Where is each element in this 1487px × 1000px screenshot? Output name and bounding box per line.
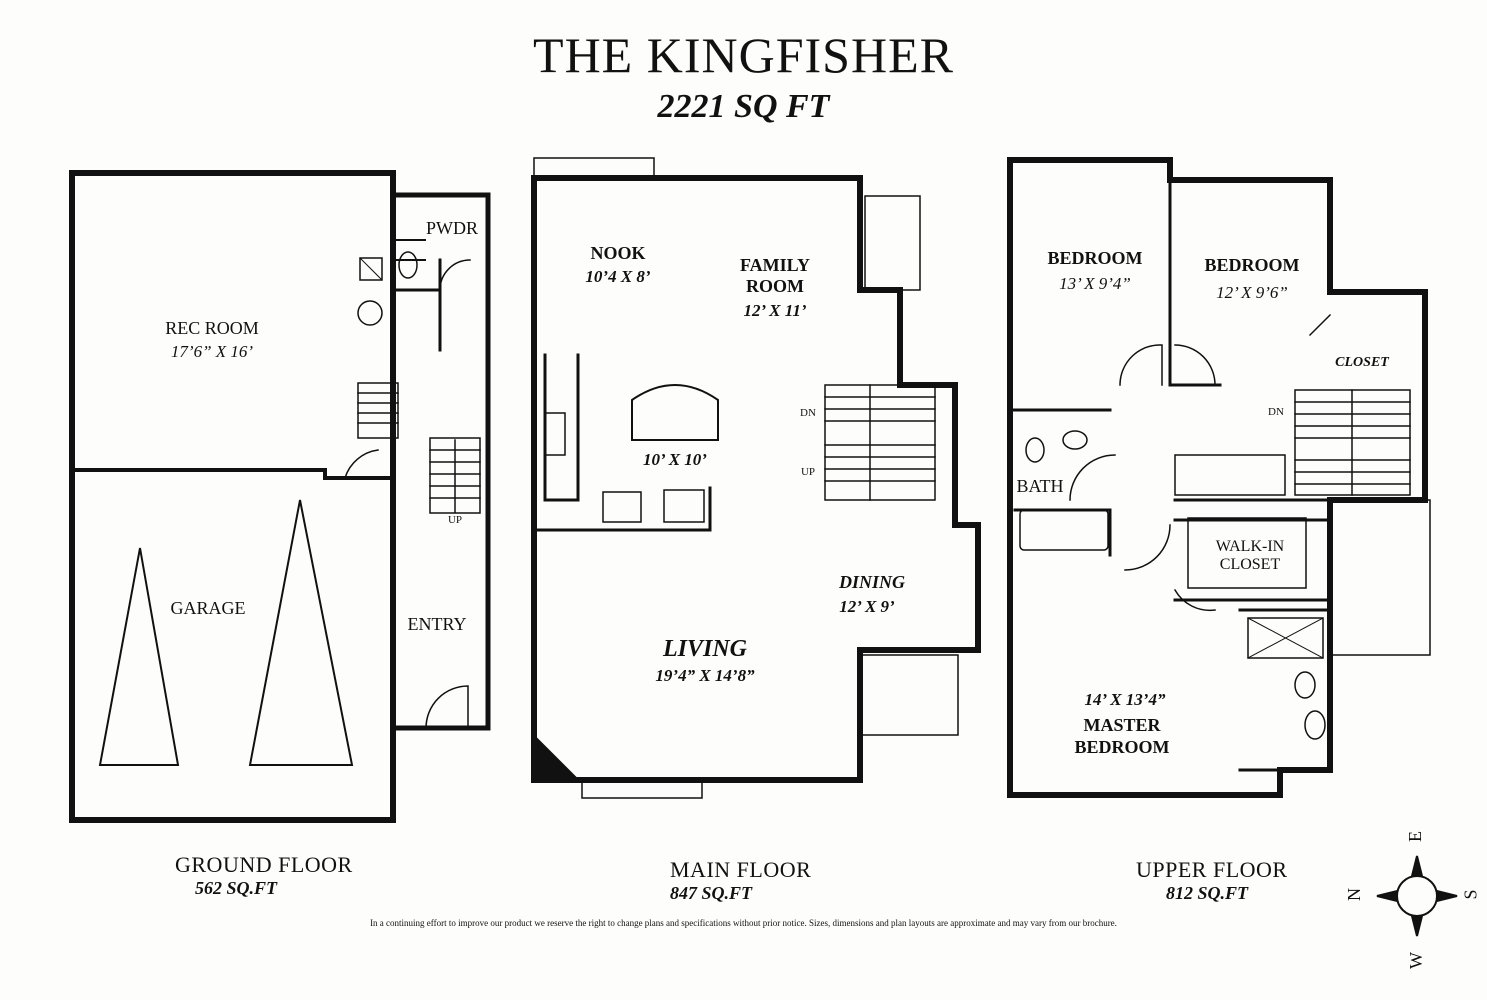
walkin-closet-label-2: CLOSET xyxy=(1219,556,1281,573)
closet-label: CLOSET xyxy=(1335,355,1389,370)
ground-floor-area: 562 SQ.FT xyxy=(195,878,278,898)
compass-rose xyxy=(1376,855,1458,937)
upper-floor-caption: UPPER FLOOR 812 SQ.FT xyxy=(1136,857,1288,904)
dining-label: DINING xyxy=(838,572,906,592)
total-area: 2221 SQ FT xyxy=(657,88,830,125)
upper-floor-name: UPPER FLOOR xyxy=(1136,857,1288,882)
dining-dim: 12’ X 9’ xyxy=(839,597,895,616)
bath-label: BATH xyxy=(1016,476,1064,496)
compass-n: N xyxy=(1344,888,1364,901)
family-room-label-1: FAMILY xyxy=(739,255,811,275)
disclaimer-text: In a continuing effort to improve our pr… xyxy=(370,918,1117,928)
main-floor-name: MAIN FLOOR xyxy=(670,857,812,882)
bedroom-1-dim: 13’ X 9’4” xyxy=(1059,274,1131,293)
living-dim: 19’4” X 14’8” xyxy=(655,666,755,685)
master-bedroom-dim: 14’ X 13’4” xyxy=(1084,690,1166,709)
rec-room-dim: 17’6” X 16’ xyxy=(170,342,254,361)
garage-label: GARAGE xyxy=(170,598,246,618)
ground-floor-name: GROUND FLOOR xyxy=(175,852,353,877)
main-stair-up-label: UP xyxy=(800,466,816,478)
bedroom-2-label: BEDROOM xyxy=(1204,255,1300,275)
living-label: LIVING xyxy=(662,636,748,662)
ground-floor-walls xyxy=(69,170,491,823)
master-bedroom-label-2: BEDROOM xyxy=(1074,737,1170,757)
plan-title: THE KINGFISHER xyxy=(533,27,954,83)
entry-label: ENTRY xyxy=(407,614,467,634)
master-bedroom-label-1: MASTER xyxy=(1083,715,1161,735)
main-floor-walls xyxy=(531,157,981,799)
family-room-label-2: ROOM xyxy=(746,276,804,296)
compass-e: E xyxy=(1405,831,1425,842)
main-stair-dn-label: DN xyxy=(800,407,816,419)
bedroom-2-dim: 12’ X 9’6” xyxy=(1216,283,1288,302)
nook-dim: 10’4 X 8’ xyxy=(585,267,651,286)
family-room-dim: 12’ X 11’ xyxy=(743,301,807,320)
rec-room-label: REC ROOM xyxy=(165,318,259,338)
kitchen-dim: 10’ X 10’ xyxy=(643,450,707,469)
upper-stair-dn-label: DN xyxy=(1268,406,1284,418)
bedroom-1-label: BEDROOM xyxy=(1047,248,1143,268)
pwdr-label: PWDR xyxy=(425,218,479,238)
ground-floor-caption: GROUND FLOOR 562 SQ.FT xyxy=(175,852,353,899)
upper-floor-walls xyxy=(1007,157,1431,798)
upper-floor-area: 812 SQ.FT xyxy=(1166,883,1249,903)
walkin-closet-label-1: WALK-IN xyxy=(1215,538,1285,555)
compass-s: S xyxy=(1460,889,1481,900)
main-floor-caption: MAIN FLOOR 847 SQ.FT xyxy=(670,857,811,904)
nook-label: NOOK xyxy=(590,243,646,263)
main-floor-area: 847 SQ.FT xyxy=(670,883,753,903)
compass-w: W xyxy=(1406,952,1426,969)
ground-stair-up-label: UP xyxy=(447,514,463,526)
